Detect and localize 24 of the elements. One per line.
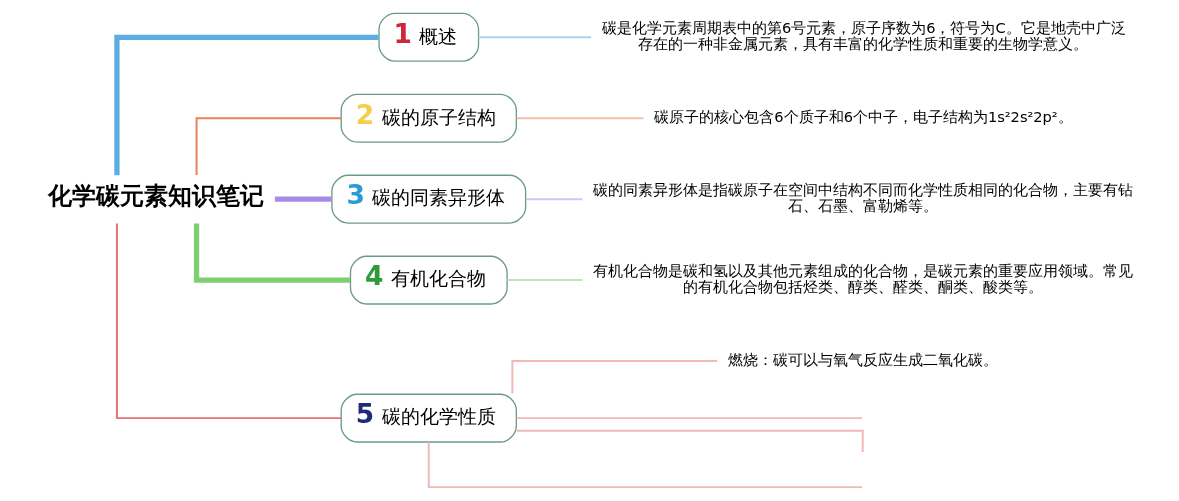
node-text: 有机化合物是碳和氢以及其他元素组成的化合物，是碳元素的重要应用领域。常见的有机化合物包括烃类、醇类、醛类、酮类、酸类等。 — [592, 261, 1133, 295]
connector — [515, 417, 863, 420]
connector — [477, 36, 592, 39]
connector — [515, 117, 645, 120]
connector — [515, 429, 864, 454]
connector — [115, 222, 342, 420]
node-box: 1 概述 — [377, 12, 479, 62]
node-text: 燃烧：碳可以与氧气反应生成二氧化碳。 — [727, 350, 998, 368]
node-box: 3 碳的同素异形体 — [330, 174, 526, 224]
connector — [427, 441, 863, 489]
node-text: 碳的同素异形体是指碳原子在空间中结构不同而化学性质相同的化合物，主要有钻石、石墨、富勒烯等。 — [592, 180, 1133, 214]
node-text: 碳原子的核心包含6个质子和6个中子，电子结构为1s²2s²2p²。 — [653, 107, 1073, 125]
connector — [505, 279, 584, 282]
node-box: 4 有机化合物 — [349, 255, 508, 305]
connector — [195, 117, 342, 176]
connector — [193, 223, 350, 283]
node-text: 化学碳元素知识笔记 — [47, 181, 264, 210]
connector — [510, 360, 718, 395]
node-text: 碳是化学元素周期表中的第6号元素，原子序数为6，符号为C。它是地壳中广泛存在的一种非金属元素，具有丰富的化学性质和重要的生物学意义。 — [601, 19, 1126, 52]
connector — [113, 34, 379, 176]
connector — [524, 198, 583, 201]
connector — [274, 196, 332, 202]
node-box: 5 碳的化学性质 — [340, 393, 517, 443]
node-box: 2 碳的原子结构 — [340, 93, 517, 143]
